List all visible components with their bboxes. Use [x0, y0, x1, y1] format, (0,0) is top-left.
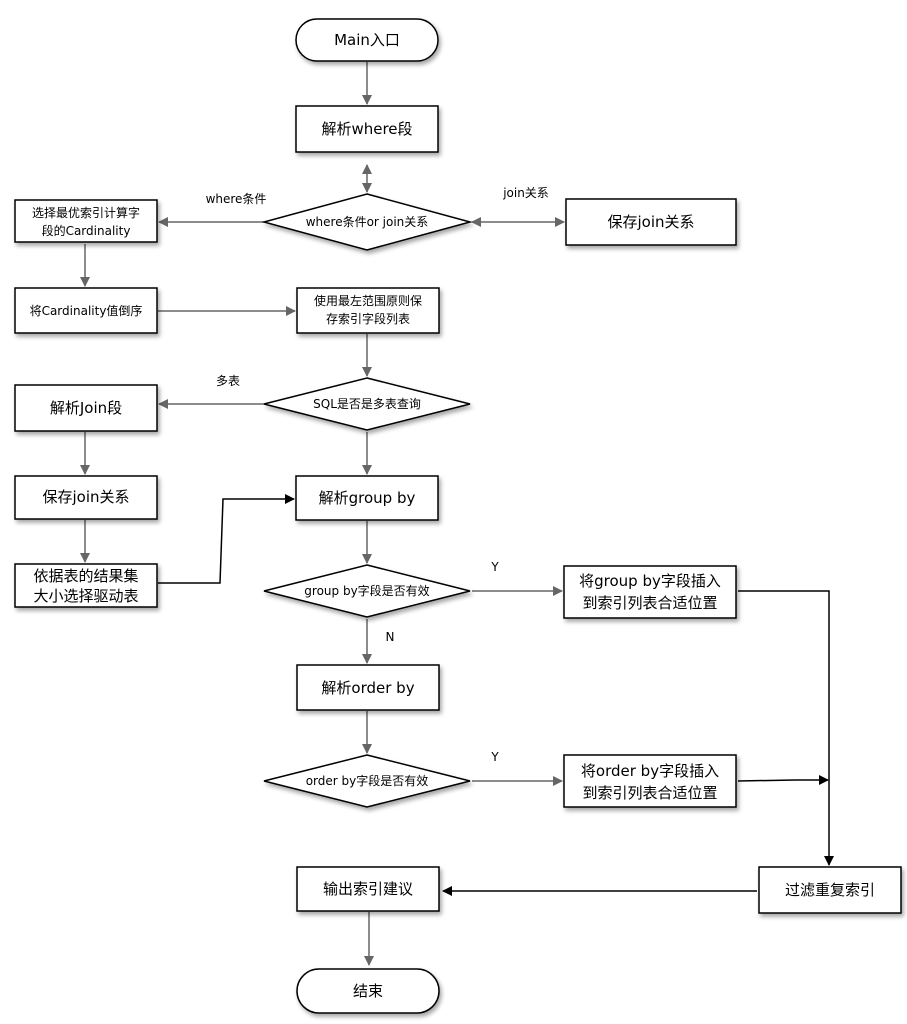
dedupe-index-label: 过滤重复索引 [785, 881, 875, 899]
leftmost-label-line1: 使用最左范围原则保 [314, 293, 422, 308]
edge-label-group-no: N [386, 630, 395, 644]
output-advice-node: 输出索引建议 [296, 866, 440, 912]
edge-label-group-yes: Y [490, 560, 499, 574]
insert-group-by-label-line1: 将group by字段插入 [579, 572, 721, 590]
decision-where-join-label: where条件or join关系 [306, 215, 429, 229]
drive-table-label-line1: 依据表的结果集 [33, 567, 138, 585]
select-index-label-line1: 选择最优索引计算字 [32, 205, 140, 220]
decision-group-by-node: group by字段是否有效 [263, 564, 471, 618]
decision-order-by-label: order by字段是否有效 [306, 773, 429, 788]
insert-group-by-node: 将group by字段插入 到索引列表合适位置 [563, 565, 737, 619]
insert-order-by-label-line2: 到索引列表合适位置 [582, 784, 717, 802]
decision-multi-table-node: SQL是否是多表查询 [263, 377, 471, 431]
sort-cardinality-label: 将Cardinality值倒序 [30, 303, 143, 318]
decision-group-by-label: group by字段是否有效 [304, 583, 429, 598]
insert-order-by-node: 将order by字段插入 到索引列表合适位置 [563, 754, 737, 808]
parse-group-by-node: 解析group by [295, 475, 439, 521]
insert-order-by-label-line1: 将order by字段插入 [581, 762, 719, 780]
save-join-node-1: 保存join关系 [565, 198, 737, 246]
start-node-label: Main入口 [334, 31, 400, 49]
sort-cardinality-node: 将Cardinality值倒序 [14, 287, 158, 334]
end-node: 结束 [296, 968, 440, 1014]
select-index-node: 选择最优索引计算字 段的Cardinality [14, 199, 158, 243]
save-join-node-2: 保存join关系 [14, 475, 158, 520]
parse-where-label: 解析where段 [321, 120, 412, 138]
edges [80, 62, 834, 966]
edge-label-where-condition: where条件 [206, 192, 267, 206]
parse-group-by-label: 解析group by [319, 489, 416, 507]
edge-label-order-yes: Y [490, 750, 499, 764]
select-index-label-line2: 段的Cardinality [42, 223, 131, 238]
parse-order-by-label: 解析order by [321, 679, 414, 697]
leftmost-label-line2: 存索引字段列表 [326, 311, 410, 326]
insert-group-by-label-line2: 到索引列表合适位置 [582, 594, 717, 612]
end-node-label: 结束 [353, 982, 383, 1000]
save-join-1-label: 保存join关系 [607, 213, 694, 231]
decision-multi-table-label: SQL是否是多表查询 [313, 397, 421, 411]
save-join-2-label: 保存join关系 [42, 488, 129, 506]
leftmost-node: 使用最左范围原则保 存索引字段列表 [296, 287, 440, 334]
parse-where-node: 解析where段 [295, 105, 439, 153]
decision-where-join-node: where条件or join关系 [261, 193, 473, 251]
edge-label-multi-table: 多表 [216, 374, 240, 388]
parse-order-by-node: 解析order by [296, 664, 440, 711]
edge-labels: where条件 join关系 多表 Y N Y [206, 186, 549, 764]
drive-table-node: 依据表的结果集 大小选择驱动表 [14, 563, 158, 608]
decision-order-by-node: order by字段是否有效 [263, 754, 471, 808]
start-node: Main入口 [295, 18, 439, 62]
edge-label-join-relation: join关系 [502, 186, 549, 200]
output-advice-label: 输出索引建议 [323, 880, 413, 898]
drive-table-label-line2: 大小选择驱动表 [33, 587, 138, 605]
parse-join-node: 解析Join段 [14, 384, 158, 432]
edge-insert-group-to-dedupe [738, 590, 834, 866]
edge-drive-table-to-group-by [158, 494, 295, 584]
parse-join-label: 解析Join段 [50, 399, 122, 417]
edge-insert-order-to-merge [737, 775, 829, 785]
dedupe-index-node: 过滤重复索引 [758, 866, 902, 914]
